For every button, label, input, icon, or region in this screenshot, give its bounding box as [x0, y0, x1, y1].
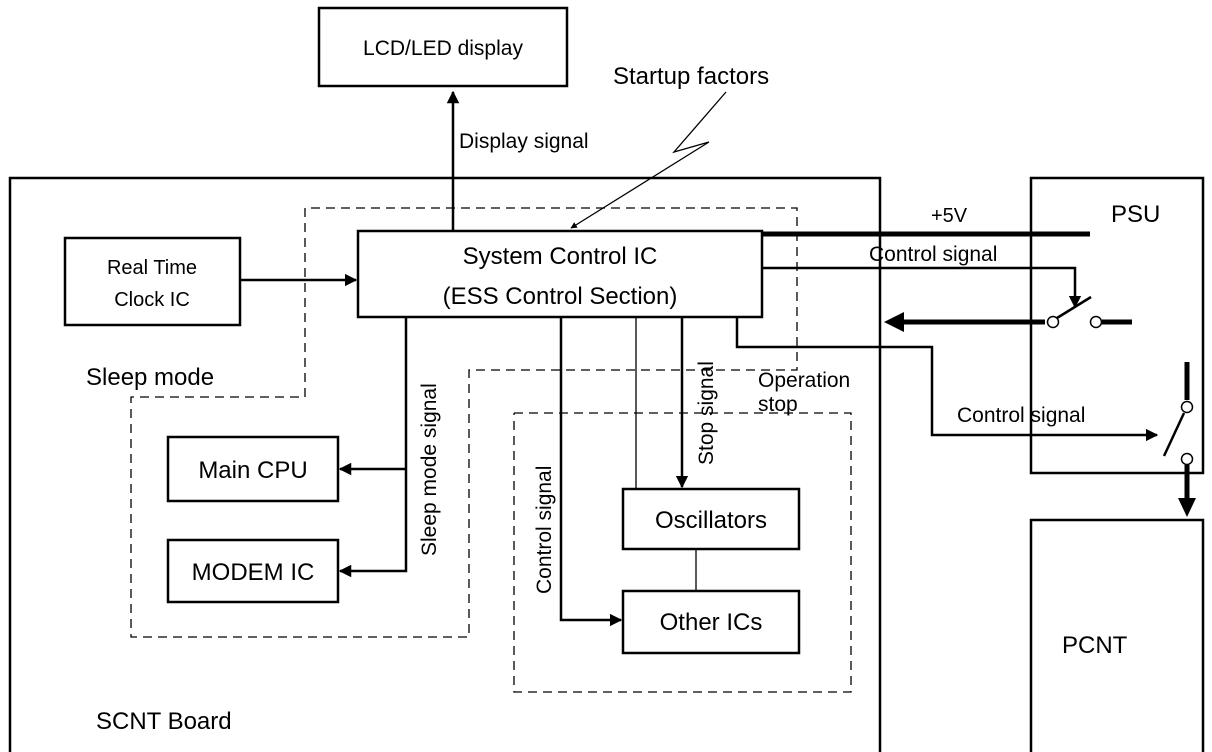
- control-signal-vertical-label: Control signal: [533, 466, 556, 594]
- sleep-mode-region: [130, 207, 798, 638]
- operation-stop-label-line1: Operation: [758, 369, 850, 392]
- real-time-clock-box: [63, 236, 242, 327]
- control-signal-lower-line: [735, 317, 1159, 442]
- display-signal-label: Display signal: [459, 130, 589, 153]
- rtc-label-line1: Real Time: [107, 257, 197, 279]
- operation-stop-region: [513, 412, 852, 693]
- other-ics-box: [621, 589, 801, 655]
- pcnt-label: PCNT: [1062, 632, 1128, 659]
- switch2-contact-b: [1180, 452, 1194, 466]
- modem-ic-box: [166, 538, 340, 604]
- modem-ic-label: MODEM IC: [192, 559, 315, 586]
- psu-return-arrowhead: [884, 312, 904, 332]
- plus5v-label: +5V: [931, 205, 968, 227]
- stop-signal-label: Stop signal: [695, 361, 718, 465]
- oscillators-box: [621, 487, 801, 551]
- control-signal-other-ics-line: [559, 317, 623, 627]
- switch2-contact-a: [1180, 400, 1194, 414]
- other-ics-label: Other ICs: [660, 609, 763, 636]
- switch1-contact-b: [1089, 315, 1103, 329]
- operation-stop-label-line2: stop: [758, 393, 798, 416]
- lcd-display-box: [317, 6, 569, 88]
- control-signal-top-line: [762, 266, 1082, 309]
- system-control-ic-label-line2: (ESS Control Section): [443, 283, 678, 310]
- system-control-ic-label-line1: System Control IC: [463, 243, 658, 270]
- lcd-display-label: LCD/LED display: [363, 37, 523, 60]
- switch2-blade: [1162, 412, 1186, 457]
- sleep-mode-signal-label: Sleep mode signal: [418, 383, 441, 556]
- scnt-board-label: SCNT Board: [96, 708, 232, 735]
- control-signal-lower-label: Control signal: [957, 404, 1085, 427]
- sleep-mode-label: Sleep mode: [86, 364, 214, 391]
- psu-label: PSU: [1111, 201, 1160, 228]
- switch1-blade: [1056, 295, 1092, 320]
- startup-factors-label: Startup factors: [613, 63, 769, 90]
- control-signal-top-label: Control signal: [869, 243, 997, 266]
- oscillators-label: Oscillators: [655, 507, 767, 534]
- switch1-contact-a: [1046, 315, 1060, 329]
- rtc-label-line2: Clock IC: [114, 289, 190, 311]
- main-cpu-box: [166, 435, 340, 503]
- pcnt-outline: [1029, 518, 1205, 752]
- startup-factors-lightning: [570, 91, 727, 229]
- scnt-board-outline: [8, 176, 882, 752]
- system-control-ic-box: [356, 229, 764, 319]
- main-cpu-label: Main CPU: [198, 457, 307, 484]
- pcnt-feed-arrowhead: [1178, 498, 1196, 517]
- sleep-mode-signal-line: [338, 317, 408, 578]
